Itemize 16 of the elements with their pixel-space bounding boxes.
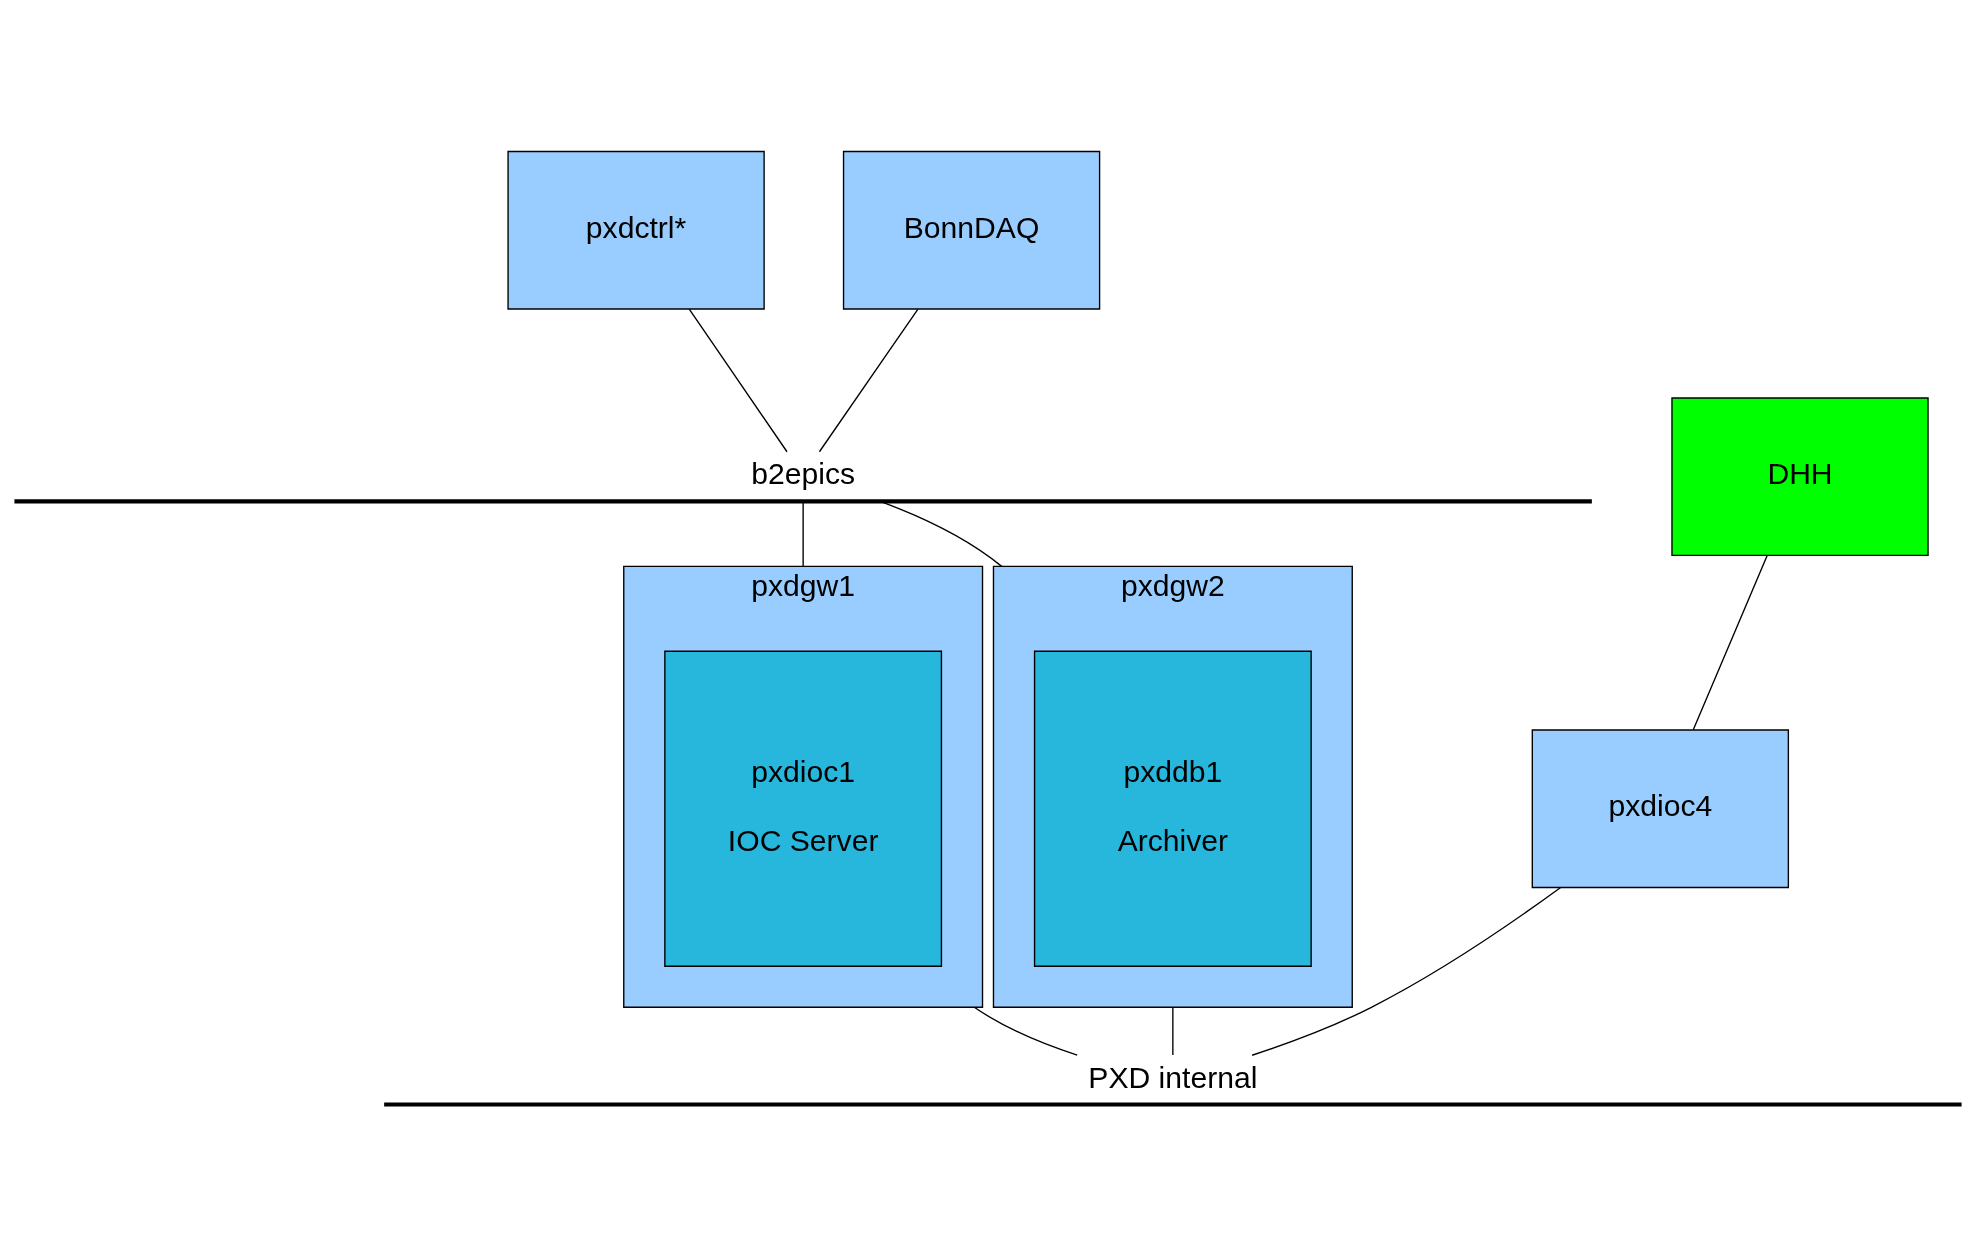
connector	[1172, 1006, 1174, 1056]
connector	[973, 1006, 1078, 1056]
node-box: pxdctrl*	[507, 150, 765, 310]
node-text: b2epics	[751, 456, 856, 490]
node-text: PXD internal	[1088, 1060, 1258, 1094]
node-box: pxdioc1 IOC Server	[664, 650, 943, 967]
node-box: pxdioc4	[1531, 728, 1790, 888]
connector	[879, 500, 1003, 567]
connector	[818, 308, 919, 452]
connector	[1251, 886, 1562, 1056]
node-box: pxddb1 Archiver	[1033, 650, 1312, 967]
node-box: BonnDAQ	[842, 150, 1101, 310]
connector	[688, 308, 788, 452]
connector	[1692, 554, 1768, 730]
connector	[802, 500, 804, 567]
node-box: DHH	[1671, 396, 1929, 556]
